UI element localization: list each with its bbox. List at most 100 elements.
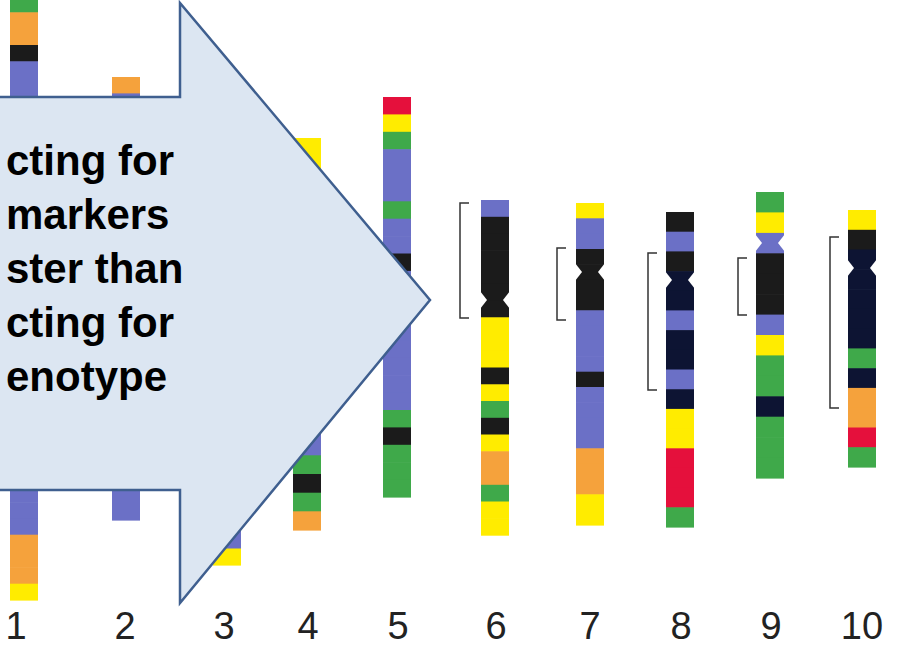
chromosome-band [576,310,604,326]
chromosome-band [383,149,411,167]
chromosome-number: 9 [760,604,781,648]
chromosome-band [481,217,509,234]
chromosome [557,203,605,526]
chromosome-band [576,326,604,342]
chromosome-band [576,448,604,464]
chromosome-band [576,249,604,265]
chromosome-band [576,356,604,372]
chromosome-band [481,250,509,267]
chromosome-band [481,317,509,334]
chromosome-band [576,418,604,434]
chromosome-band [481,435,509,452]
chromosome-band [756,458,784,479]
centromere-notch [665,271,672,289]
chromosome-band [848,210,876,230]
chromosome-band [383,393,411,411]
chromosome-band [293,493,321,512]
chromosome-band [383,201,411,219]
chromosome-band [481,351,509,368]
chromosome-band [756,253,784,274]
chromosome-band [756,376,784,397]
chromosome-band [848,269,876,289]
chromosome-number: 7 [579,604,600,648]
chromosome-band [481,334,509,351]
chromosome-band [293,511,321,530]
chromosome-band [576,341,604,357]
chromosome-band [666,468,694,488]
chromosome-band [756,335,784,356]
chromosome-number: 8 [670,604,691,648]
chromosome-band [666,291,694,311]
chromosome-band [848,309,876,329]
chromosome-band [10,29,38,46]
chromosome-band [481,200,509,217]
chromosome-band [756,294,784,315]
chromosome-band [666,429,694,449]
chromosome-number: 5 [387,604,408,648]
chromosome-band [576,402,604,418]
centromere-notch [598,263,605,281]
arrow-text: cting for markers ster than cting for en… [6,134,242,404]
chromosome-band [383,375,411,393]
chromosome-number: 6 [485,604,506,648]
chromosome-band [666,330,694,350]
centromere-notch [480,291,487,309]
chromosome-band [666,232,694,252]
region-bracket [460,203,469,318]
chromosome-band [576,218,604,234]
region-bracket [830,237,839,408]
region-bracket [557,248,566,320]
chromosome-band [576,280,604,296]
chromosome-number: 1 [5,604,26,648]
chromosome-band [576,479,604,495]
chromosome-band [481,267,509,284]
chromosome-band [481,502,509,519]
chromosome-band [112,77,140,94]
chromosome-band [756,212,784,233]
chromosome-band [666,310,694,330]
chromosome-band [383,132,411,150]
chromosome-band [848,368,876,388]
chromosome-band [10,567,38,584]
chromosome-band [576,494,604,510]
centromere-notch [688,271,695,289]
chromosome-band [848,447,876,467]
centromere-notch [847,259,854,277]
chromosome-band [756,396,784,417]
chromosome-band [576,510,604,526]
chromosome-number: 4 [297,604,318,648]
chromosome-band [848,428,876,448]
chromosome-number: 2 [114,604,135,648]
chromosome-band [481,301,509,318]
chromosome-band [10,518,38,535]
chromosome-band [383,410,411,428]
chromosome-band [481,401,509,418]
chromosome-band [481,368,509,385]
chromosome-band [383,97,411,115]
centromere-notch [575,263,582,281]
chromosome [648,212,695,528]
chromosome-band [666,448,694,468]
chromosome-band [10,78,38,95]
chromosome-band [481,485,509,502]
chromosome-band [383,358,411,376]
chromosome-band [756,192,784,213]
arrow-shape: cting for markers ster than cting for en… [0,0,432,606]
chromosome-number: 10 [841,604,883,648]
chromosome-band [756,274,784,295]
chromosome-band [666,488,694,508]
chromosome [738,192,785,479]
chromosome-band [293,474,321,493]
centromere-notch [503,291,510,309]
region-bracket [648,253,657,390]
chromosome-band [848,329,876,349]
chromosome-band [576,372,604,388]
chromosome-band [383,462,411,480]
chromosome [830,210,877,468]
chromosome-band [10,584,38,601]
centromere-notch [755,234,762,252]
chromosome-band [383,480,411,498]
centromere-notch [778,234,785,252]
chromosome-band [848,388,876,408]
chromosome-band [481,468,509,485]
